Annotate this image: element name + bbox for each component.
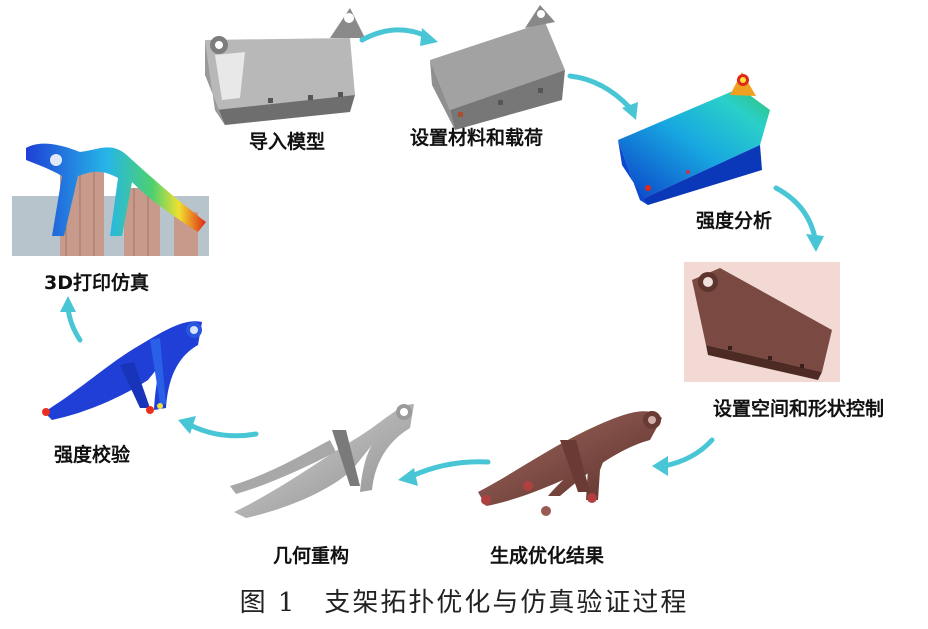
- step-label-geometry: 几何重构: [273, 545, 350, 567]
- arrowhead-strength-to-space: [806, 234, 824, 252]
- arrow-material-to-strength: [567, 73, 633, 111]
- figure-caption: 图 1 支架拓扑优化与仿真验证过程: [239, 588, 689, 618]
- step-label-strength: 强度分析: [696, 210, 773, 232]
- arrow-space-to-optimize: [661, 437, 715, 469]
- print-simulation-image: [12, 143, 209, 256]
- arrow-strength-to-space: [773, 185, 818, 241]
- step-label-material: 设置材料和载荷: [410, 127, 544, 149]
- strength-analysis-model-image: [618, 72, 770, 205]
- material-load-model-image: [430, 5, 565, 130]
- strength-verification-image: [42, 321, 202, 420]
- design-space-model-image: [684, 262, 840, 382]
- step-label-optimize: 生成优化结果: [490, 545, 605, 567]
- arrow-verify-to-print: [65, 305, 83, 343]
- imported-model-image: [205, 8, 365, 125]
- arrowhead-verify-to-print: [60, 296, 76, 312]
- optimization-result-image: [478, 411, 662, 516]
- arrow-geometry-to-verify: [189, 423, 259, 439]
- arrow-import-to-material: [359, 27, 429, 43]
- arrowhead-geometry-to-verify: [178, 416, 196, 434]
- geometry-reconstruction-image: [230, 404, 414, 518]
- arrowhead-space-to-optimize: [652, 456, 668, 476]
- arrowhead-optimize-to-geometry: [398, 468, 418, 486]
- arrowhead-material-to-strength: [622, 102, 638, 120]
- arrowhead-import-to-material: [420, 28, 438, 46]
- arrow-optimize-to-geometry: [409, 459, 491, 479]
- step-label-verify: 强度校验: [54, 444, 131, 466]
- step-label-space: 设置空间和形状控制: [713, 398, 885, 420]
- step-label-print: 3D打印仿真: [44, 272, 149, 294]
- step-label-import: 导入模型: [249, 131, 326, 153]
